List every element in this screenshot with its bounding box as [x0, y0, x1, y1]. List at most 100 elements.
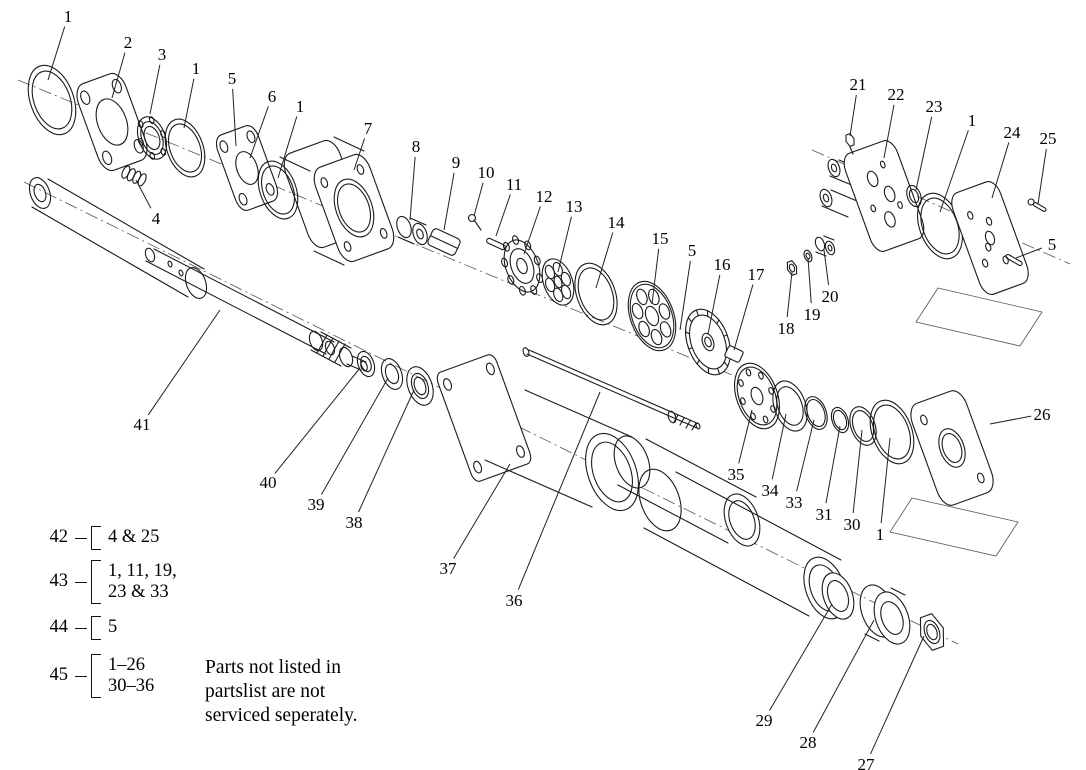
leader-line [321, 377, 389, 495]
leader-line [651, 248, 660, 305]
service-note-line: serviced seperately. [205, 704, 358, 726]
leader-line [557, 216, 572, 273]
leader-line [989, 415, 1032, 425]
part-28-bushing [854, 580, 917, 649]
part-17-key [724, 345, 744, 363]
callout-label: 11 [506, 175, 522, 194]
leader-line [274, 367, 361, 474]
callout-label: 25 [1040, 129, 1057, 148]
leader-line [358, 389, 415, 513]
part-4-spring [120, 165, 148, 187]
callout-label: 40 [260, 473, 277, 492]
leader-line [915, 116, 933, 191]
leader-line [849, 94, 857, 137]
part-34-ring [766, 376, 813, 436]
part-9-slider [427, 228, 462, 257]
leader-line [595, 232, 614, 289]
part-38-seal [402, 363, 438, 409]
service-note-line: partslist are not [205, 680, 326, 702]
service-note: Parts not listed in partslist are not se… [205, 656, 358, 727]
callout-label: 10 [478, 163, 495, 182]
leader-line [880, 437, 891, 524]
callout-label: 19 [804, 305, 821, 324]
part-35-drive-plate [726, 357, 788, 435]
callout-label: 5 [1048, 235, 1057, 254]
callout-label: 1 [192, 59, 201, 78]
callout-label: 29 [756, 711, 773, 730]
leader-line [786, 271, 793, 318]
callout-label: 2 [124, 33, 133, 52]
leader-line [707, 274, 721, 335]
leader-line [147, 309, 221, 416]
leader-line [991, 142, 1010, 199]
leader-line [771, 413, 787, 480]
callout-label: 35 [728, 465, 745, 484]
leader-line [183, 78, 195, 129]
callout-label: 23 [926, 97, 943, 116]
part-22-manifold [818, 138, 928, 255]
callout-label: 1 [296, 97, 305, 116]
callout-label: 28 [800, 733, 817, 752]
part-tube-upper [608, 431, 767, 551]
part-8-coupling [394, 214, 430, 246]
callout-label: 12 [536, 187, 553, 206]
part-13-rotor [536, 255, 579, 310]
phantom-plane-right [915, 287, 1043, 347]
part-10-screw [469, 215, 482, 231]
part-20-fitting [814, 236, 837, 256]
leader-line [232, 88, 237, 147]
callout-label: 37 [440, 559, 458, 578]
part-31-ring [828, 405, 852, 435]
callout-label: 1 [64, 7, 73, 26]
leader-line [135, 179, 152, 209]
callout-label: 33 [786, 493, 803, 512]
part-39-washer [378, 356, 407, 393]
callout-label: 13 [566, 197, 583, 216]
leader-line [409, 156, 416, 221]
callout-label: 36 [506, 591, 523, 610]
part-25-screw [1027, 198, 1047, 213]
leader-line [883, 104, 895, 159]
leader-line [277, 116, 298, 179]
part-1-oring-b [158, 114, 212, 183]
callout-label: 18 [778, 319, 795, 338]
leader-line [473, 182, 484, 217]
callout-label: 6 [268, 87, 277, 106]
part-33-oring [801, 394, 832, 433]
leader-line [517, 391, 601, 591]
part-5-pin-b [1005, 254, 1023, 266]
part-26-end-plate [906, 387, 997, 508]
part-41-shaft [26, 175, 369, 372]
callout-label: 34 [762, 481, 780, 500]
callout-label: 20 [822, 287, 839, 306]
callout-label: 24 [1004, 123, 1022, 142]
leader-line [796, 419, 815, 492]
callout-label: 16 [714, 255, 731, 274]
part-7-housing [280, 137, 398, 265]
part-14-oring [567, 257, 625, 330]
part-40-washer [354, 349, 378, 379]
leader-line [249, 106, 269, 159]
leader-line [1015, 247, 1042, 259]
callout-label: 30 [844, 515, 861, 534]
callout-label: 8 [412, 137, 421, 156]
centerline-lower-axis [23, 181, 959, 645]
part-36-bolt [522, 347, 701, 430]
leader-line [523, 206, 541, 255]
callout-label: 31 [816, 505, 833, 524]
part-27-nut [915, 612, 949, 653]
leader-line [812, 619, 875, 733]
callout-label: 17 [748, 265, 766, 284]
leader-line [733, 284, 754, 351]
part-16-gear [677, 303, 739, 381]
part-18-plug [785, 260, 799, 276]
leader-line [823, 249, 830, 286]
part-1-oring-a [19, 59, 84, 141]
callout-label: 5 [228, 69, 237, 88]
phantom-plane-lower [889, 497, 1019, 557]
part-3-bearing [132, 113, 173, 164]
leader-line [495, 194, 511, 237]
leader-lines [47, 26, 1047, 755]
callout-label: 27 [858, 755, 876, 770]
